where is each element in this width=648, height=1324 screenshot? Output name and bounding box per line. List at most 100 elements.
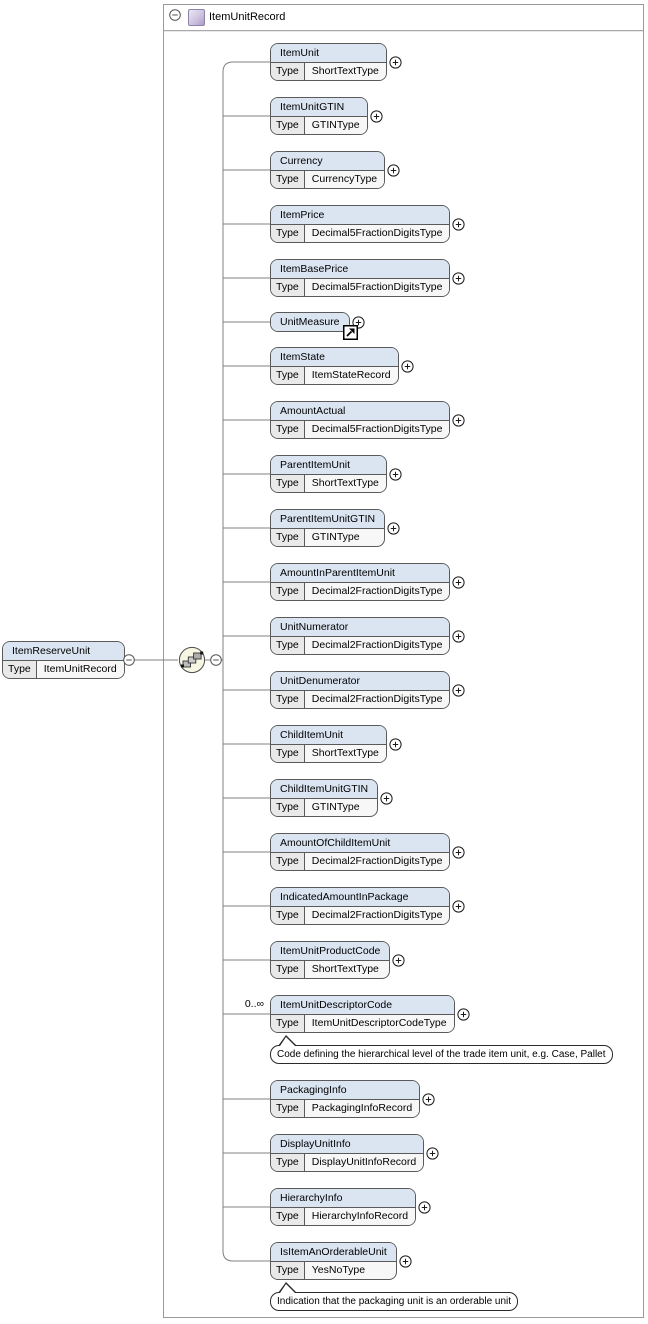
element-name: ItemBasePrice xyxy=(271,260,450,279)
expand-icon[interactable] xyxy=(452,413,466,427)
expand-icon[interactable] xyxy=(387,163,400,177)
element-box[interactable]: PackagingInfo Type PackagingInfoRecord xyxy=(270,1080,421,1118)
expand-icon[interactable] xyxy=(392,953,405,967)
element-box[interactable]: ItemPrice Type Decimal5FractionDigitsTyp… xyxy=(270,205,451,243)
type-label: Type xyxy=(271,583,305,600)
type-value: ShortTextType xyxy=(304,63,386,80)
element-ChildItemUnit: ChildItemUnit Type ShortTextType xyxy=(270,725,402,763)
element-name: AmountOfChildItemUnit xyxy=(271,834,450,853)
element-box[interactable]: ItemUnitProductCode Type ShortTextType xyxy=(270,941,391,979)
element-Currency: Currency Type CurrencyType xyxy=(270,151,400,189)
sequence-icon[interactable] xyxy=(178,646,206,674)
element-name: HierarchyInfo xyxy=(271,1189,416,1208)
element-type-row: Type ShortTextType xyxy=(271,63,386,80)
element-HierarchyInfo: HierarchyInfo Type HierarchyInfoRecord xyxy=(270,1188,431,1226)
element-box[interactable]: ChildItemUnitGTIN Type GTINType xyxy=(270,779,379,817)
element-name: ItemUnitProductCode xyxy=(271,942,390,961)
element-ItemUnitProductCode: ItemUnitProductCode Type ShortTextType xyxy=(270,941,405,979)
expand-icon[interactable] xyxy=(452,899,466,913)
expand-icon[interactable] xyxy=(399,1254,412,1268)
element-name: ChildItemUnitGTIN xyxy=(271,780,378,799)
type-label: Type xyxy=(271,799,305,816)
expand-icon[interactable] xyxy=(389,55,402,69)
type-label: Type xyxy=(271,1154,305,1171)
element-box[interactable]: UnitNumerator Type Decimal2FractionDigit… xyxy=(270,617,451,655)
element-ItemBasePrice: ItemBasePrice Type Decimal5FractionDigit… xyxy=(270,259,466,297)
element-ItemPrice: ItemPrice Type Decimal5FractionDigitsTyp… xyxy=(270,205,466,243)
reference-arrow-icon[interactable] xyxy=(343,325,358,340)
element-name: ChildItemUnit xyxy=(271,726,386,745)
element-ItemUnitGTIN: ItemUnitGTIN Type GTINType xyxy=(270,97,383,135)
element-box[interactable]: AmountOfChildItemUnit Type Decimal2Fract… xyxy=(270,833,451,871)
expand-icon[interactable] xyxy=(452,271,466,285)
element-box[interactable]: ItemState Type ItemStateRecord xyxy=(270,347,399,385)
element-ChildItemUnitGTIN: ChildItemUnitGTIN Type GTINType xyxy=(270,779,393,817)
type-value: ItemUnitDescriptorCodeType xyxy=(304,1015,454,1032)
expand-icon[interactable] xyxy=(400,359,414,373)
element-name: UnitMeasure xyxy=(271,313,349,331)
element-name: Currency xyxy=(271,152,385,171)
collapse-icon[interactable] xyxy=(169,9,181,21)
element-type-row: Type GTINType xyxy=(271,117,367,134)
expand-icon[interactable] xyxy=(452,629,466,643)
type-label: Type xyxy=(271,853,305,870)
element-box[interactable]: ItemUnit Type ShortTextType xyxy=(270,43,387,81)
type-value: Decimal5FractionDigitsType xyxy=(304,279,450,296)
expand-icon[interactable] xyxy=(452,683,466,697)
element-IsItemAnOrderableUnit: IsItemAnOrderableUnit Type YesNoType xyxy=(270,1242,412,1280)
element-type-row: Type ShortTextType xyxy=(271,961,389,978)
element-box[interactable]: Currency Type CurrencyType xyxy=(270,151,386,189)
type-label: Type xyxy=(271,225,305,242)
expand-icon[interactable] xyxy=(452,845,466,859)
type-value: ShortTextType xyxy=(304,745,386,762)
expand-icon[interactable] xyxy=(351,315,365,329)
type-value: Decimal2FractionDigitsType xyxy=(304,637,450,654)
element-box[interactable]: IndicatedAmountInPackage Type Decimal2Fr… xyxy=(270,887,451,925)
type-label: Type xyxy=(271,637,305,654)
type-label: Type xyxy=(271,1208,305,1225)
expand-icon[interactable] xyxy=(389,737,402,751)
type-value: ItemStateRecord xyxy=(304,367,398,384)
element-box[interactable]: ItemUnitDescriptorCode Type ItemUnitDesc… xyxy=(270,995,455,1033)
element-box[interactable]: UnitDenumerator Type Decimal2FractionDig… xyxy=(270,671,451,709)
type-label: Type xyxy=(271,961,305,978)
element-box[interactable]: IsItemAnOrderableUnit Type YesNoType xyxy=(270,1242,397,1280)
expand-icon[interactable] xyxy=(389,467,402,481)
element-box[interactable]: ParentItemUnit Type ShortTextType xyxy=(270,455,387,493)
element-box[interactable]: DisplayUnitInfo Type DisplayUnitInfoReco… xyxy=(270,1134,425,1172)
type-label: Type xyxy=(271,1262,305,1279)
element-name: ItemReserveUnit xyxy=(3,642,124,661)
element-ItemReserveUnit: ItemReserveUnit Type ItemUnitRecord xyxy=(2,641,125,679)
element-type-row: Type ShortTextType xyxy=(271,475,386,492)
element-type-row: Type DisplayUnitInfoRecord xyxy=(271,1154,424,1171)
expand-icon[interactable] xyxy=(387,521,400,535)
element-type-row: Type Decimal2FractionDigitsType xyxy=(271,637,450,654)
collapse-icon[interactable] xyxy=(210,654,222,666)
element-box[interactable]: AmountActual Type Decimal5FractionDigits… xyxy=(270,401,451,439)
element-box[interactable]: ParentItemUnitGTIN Type GTINType xyxy=(270,509,386,547)
element-PackagingInfo: PackagingInfo Type PackagingInfoRecord xyxy=(270,1080,435,1118)
expand-icon[interactable] xyxy=(452,575,466,589)
element-name: ItemUnit xyxy=(271,44,386,63)
element-ParentItemUnitGTIN: ParentItemUnitGTIN Type GTINType xyxy=(270,509,400,547)
element-box[interactable]: ChildItemUnit Type ShortTextType xyxy=(270,725,387,763)
element-box[interactable]: ItemUnitGTIN Type GTINType xyxy=(270,97,368,135)
expand-icon[interactable] xyxy=(418,1200,431,1214)
type-label: Type xyxy=(271,367,305,384)
element-box[interactable]: UnitMeasure xyxy=(270,312,358,340)
annotation-callout: Code defining the hierarchical level of … xyxy=(270,1035,613,1064)
expand-icon[interactable] xyxy=(456,1007,470,1021)
type-value: Decimal2FractionDigitsType xyxy=(304,853,450,870)
element-name: ItemUnitGTIN xyxy=(271,98,367,117)
expand-icon[interactable] xyxy=(370,109,383,123)
expand-icon[interactable] xyxy=(380,791,393,805)
collapse-icon[interactable] xyxy=(123,654,135,666)
type-value: Decimal2FractionDigitsType xyxy=(304,583,450,600)
element-box[interactable]: HierarchyInfo Type HierarchyInfoRecord xyxy=(270,1188,417,1226)
element-box[interactable]: ItemReserveUnit Type ItemUnitRecord xyxy=(2,641,125,679)
expand-icon[interactable] xyxy=(452,217,466,231)
expand-icon[interactable] xyxy=(422,1092,435,1106)
element-box[interactable]: AmountInParentItemUnit Type Decimal2Frac… xyxy=(270,563,451,601)
expand-icon[interactable] xyxy=(426,1146,439,1160)
element-box[interactable]: ItemBasePrice Type Decimal5FractionDigit… xyxy=(270,259,451,297)
